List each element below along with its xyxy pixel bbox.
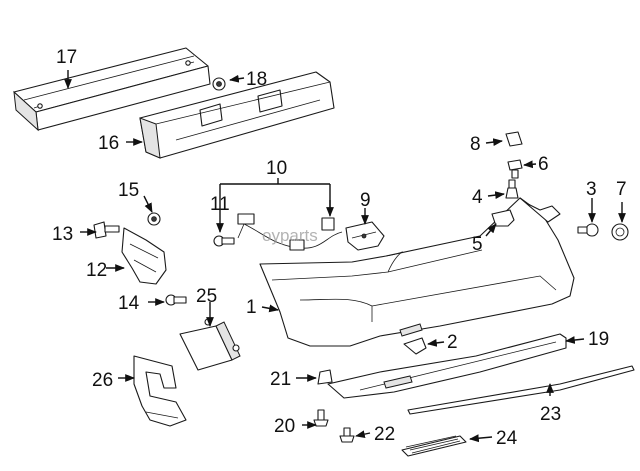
callout-7: 7 [616,179,627,200]
energy-absorber [139,71,335,159]
impact-bar [13,47,211,132]
nut-15 [147,212,161,226]
molding [407,365,635,415]
callout-13: 13 [52,224,73,245]
callout-21: 21 [270,369,291,390]
cap-8 [505,131,523,147]
callout-25: 25 [196,286,217,307]
clip-21 [317,369,333,385]
lower-valance [327,333,567,399]
watermark: oyparts [262,226,318,245]
nut-3 [577,223,599,237]
callout-18: 18 [246,69,267,90]
callout-11: 11 [210,194,230,215]
callout-4: 4 [472,187,483,208]
bumper-cover [259,197,575,347]
retainer-6 [507,159,523,179]
callout-19: 19 [588,329,609,350]
callout-5: 5 [472,234,483,255]
callout-15: 15 [118,180,139,201]
bolt-4 [505,179,519,199]
callout-17: 17 [56,47,77,68]
clip-18 [212,77,226,91]
callout-8: 8 [470,134,481,155]
grille [401,435,467,457]
screw-22 [339,427,355,443]
callout-24: 24 [496,428,518,449]
callout-9: 9 [360,190,371,211]
bracket-5 [491,209,515,227]
callout-10: 10 [266,158,287,179]
side-retainer [121,227,167,285]
screw-13 [93,221,120,239]
bolt-11 [213,235,235,247]
clip-2 [403,337,427,355]
callout-22: 22 [374,424,395,445]
callout-6: 6 [538,154,549,175]
bracket-9 [345,221,385,251]
callout-14: 14 [118,293,140,314]
screw-14 [165,294,187,306]
callout-26: 26 [92,370,113,391]
sensor-module [179,318,241,371]
leader-lines [64,70,626,443]
callout-23: 23 [540,404,561,425]
callout-20: 20 [274,416,295,437]
callout-3: 3 [586,179,597,200]
callout-16: 16 [98,133,119,154]
bolt-20 [313,409,329,427]
wire-harness [237,213,343,251]
callout-2: 2 [447,332,458,353]
cap-7 [611,223,629,241]
callout-12: 12 [86,260,107,281]
side-bracket [133,355,187,427]
callout-1: 1 [246,297,257,318]
